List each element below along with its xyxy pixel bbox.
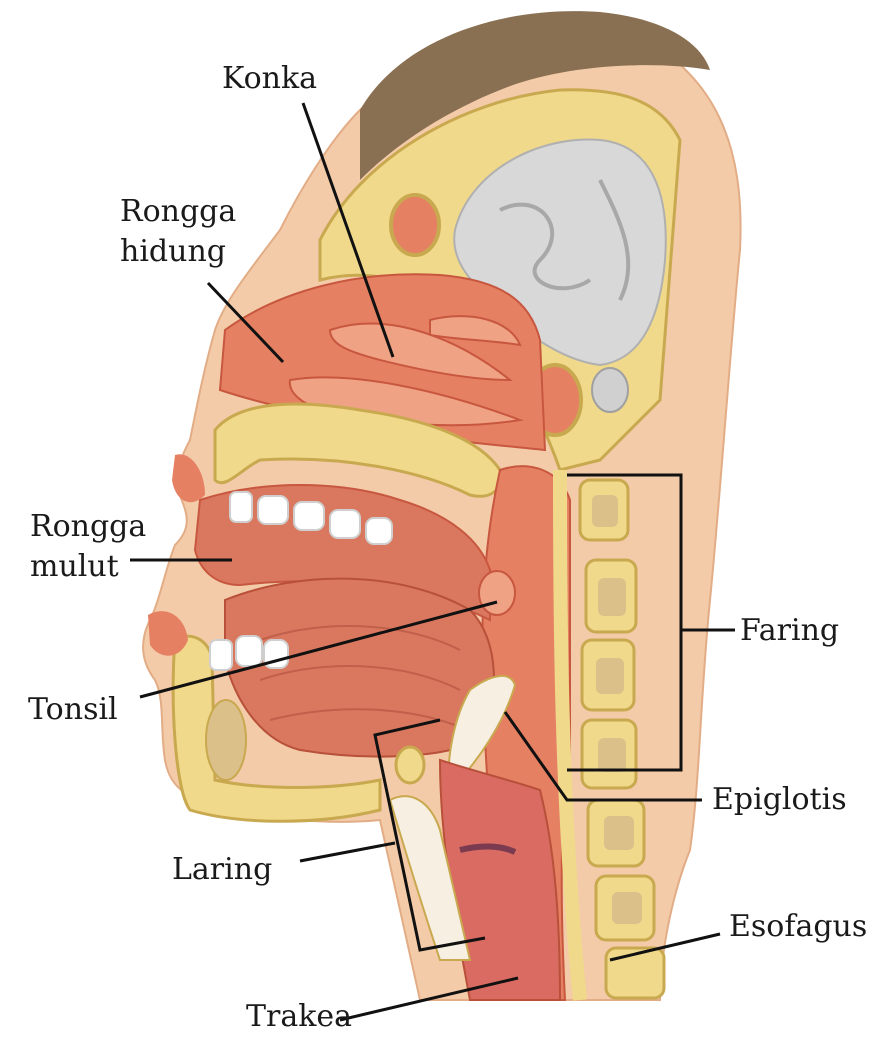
label-rongga-hidung-line1: Rongga	[120, 195, 236, 229]
lower-tooth-root	[206, 700, 246, 780]
label-trakea: Trakea	[246, 1000, 352, 1034]
leader-laring	[300, 843, 395, 861]
hyoid-bone	[396, 747, 424, 783]
label-tonsil: Tonsil	[28, 693, 118, 727]
pituitary	[592, 368, 628, 412]
label-rongga-mulut-line1: Rongga	[30, 510, 146, 544]
label-rongga-mulut-line2: mulut	[30, 550, 119, 584]
label-konka: Konka	[222, 62, 317, 96]
frontal-sinus	[391, 195, 439, 255]
label-laring: Laring	[172, 853, 272, 887]
label-epiglotis: Epiglotis	[712, 783, 847, 817]
lower-teeth	[210, 636, 288, 670]
tonsil-tissue	[479, 571, 515, 615]
label-faring: Faring	[740, 614, 839, 648]
label-rongga-hidung-line2: hidung	[120, 235, 226, 269]
label-esofagus: Esofagus	[729, 910, 867, 944]
